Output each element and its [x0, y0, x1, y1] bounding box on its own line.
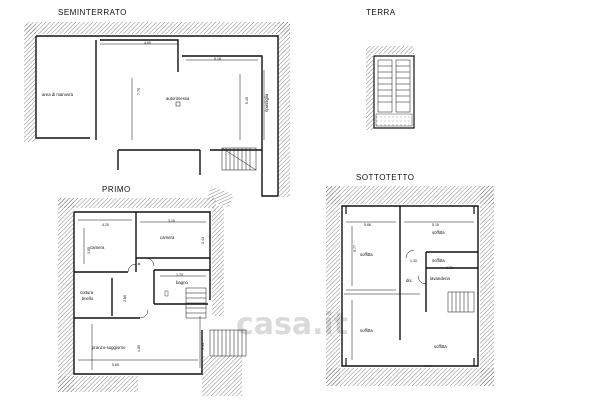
room-soffitta-4: soffitta [360, 328, 373, 333]
plan-primo: PRIMO [58, 185, 247, 396]
room-area-di-manovra: area di manovra [42, 92, 74, 97]
dim-5-16: 5.16 [214, 57, 221, 61]
room-soffitta-3: soffitta [432, 258, 445, 263]
room-ripostiglio: ripostiglio [264, 93, 269, 112]
room-bagno: bagno [176, 280, 189, 285]
plan-sottotetto: SOTTOTETTO [326, 173, 494, 386]
dim-3-85: 3.85 [87, 247, 91, 254]
room-disimpegno: dis. [406, 278, 413, 283]
dim-5-77-a: 5.77 [353, 245, 357, 252]
title-sottotetto: SOTTOTETTO [356, 173, 414, 182]
dim-4-80: 4.80 [137, 345, 141, 352]
dim-5-15-primo: 5.15 [201, 343, 205, 350]
watermark-logo: casa.it [236, 307, 348, 342]
room-camera-1: camera [90, 245, 105, 250]
dim-5-60: 5.60 [112, 363, 119, 367]
room-soffitta-2: soffitta [432, 230, 445, 235]
room-cottura: cottura [80, 290, 94, 295]
dim-1-30: 1.30 [410, 259, 417, 263]
dim-7-75: 7.75 [137, 88, 141, 95]
dim-1-71: 1.71 [446, 266, 453, 270]
title-primo: PRIMO [102, 185, 131, 194]
dim-2-80: 2.80 [123, 295, 127, 302]
room-autorimessa: autorimessa [166, 96, 190, 101]
title-seminterrato: SEMINTERRATO [58, 8, 127, 17]
dim-4-20: 4.20 [102, 223, 109, 227]
plan-terra: TERRA [366, 8, 415, 130]
room-tinello: tinello [82, 296, 94, 301]
room-lavanderia: lavanderia [430, 276, 450, 281]
dim-3-43: 3.43 [201, 237, 205, 244]
room-soffitta-1: soffitta [360, 252, 373, 257]
dim-5-15: 5.15 [245, 97, 249, 104]
plan-seminterrato: SEMINTERRATO [24, 8, 290, 197]
dim-5-15-sottotetto: 5.15 [432, 223, 439, 227]
dim-4-60: 4.60 [144, 41, 151, 45]
dim-1-70: 1.70 [176, 273, 183, 277]
dim-3-10: 3.10 [168, 219, 175, 223]
room-pranzo-soggiorno: pranzo-soggiorno [92, 345, 126, 350]
room-camera-2: camera [160, 235, 175, 240]
room-soffitta-5: soffitta [434, 344, 447, 349]
title-terra: TERRA [366, 8, 396, 17]
dim-5-66: 5.66 [364, 223, 371, 227]
